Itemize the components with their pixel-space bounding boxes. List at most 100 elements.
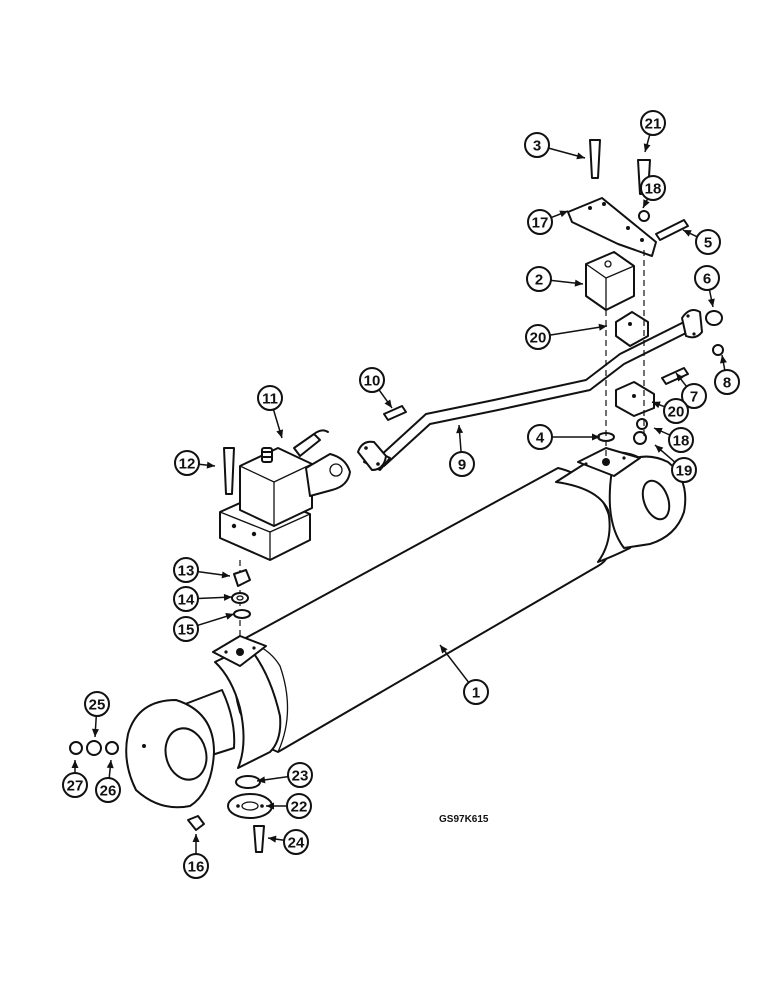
callout-number: 3 <box>533 138 541 155</box>
part-callouts: 1234567891011121314151617181819202021222… <box>62 110 740 879</box>
leader-arrow-1 <box>440 645 448 654</box>
callout-13: 13 <box>173 557 199 583</box>
leader-arrow-5 <box>683 230 692 237</box>
leader-arrow-12 <box>206 461 215 469</box>
leader-arrow-26 <box>106 760 114 769</box>
callout-8: 8 <box>714 369 740 395</box>
leader-arrow-21 <box>643 143 651 152</box>
callout-10: 10 <box>359 367 385 393</box>
callout-5: 5 <box>695 229 721 255</box>
callout-26: 26 <box>95 777 121 803</box>
leader-arrow-18 <box>643 199 650 208</box>
callout-24: 24 <box>283 829 309 855</box>
valve-block <box>219 429 351 561</box>
callout-17: 17 <box>527 209 553 235</box>
callout-12: 12 <box>174 450 200 476</box>
callout-1: 1 <box>463 679 489 705</box>
callout-20: 20 <box>663 398 689 424</box>
leader-arrow-8 <box>720 355 727 364</box>
leader-arrow-20 <box>598 323 607 331</box>
callout-circle <box>527 424 553 450</box>
callout-circle <box>286 793 312 819</box>
callout-circle <box>449 451 475 477</box>
callout-number: 24 <box>288 835 305 852</box>
callout-circle <box>525 324 551 350</box>
callout-circle <box>183 853 209 879</box>
callout-number: 25 <box>89 697 106 714</box>
callout-circle <box>359 367 385 393</box>
callout-circle <box>174 450 200 476</box>
callout-number: 12 <box>179 456 196 473</box>
callout-number: 1 <box>472 685 480 702</box>
leader-arrow-27 <box>71 760 79 768</box>
callout-number: 11 <box>262 391 278 408</box>
leader-arrow-22 <box>266 802 274 810</box>
callout-23: 23 <box>287 762 313 788</box>
callout-number: 16 <box>188 859 205 876</box>
leader-arrow-10 <box>384 399 392 408</box>
small-parts <box>69 569 273 853</box>
callout-circle <box>173 586 199 612</box>
leader-arrow-16 <box>192 834 200 842</box>
callout-circle <box>668 427 694 453</box>
callout-number: 21 <box>645 116 662 133</box>
leader-arrow-7 <box>676 373 684 382</box>
callout-15: 15 <box>173 616 199 642</box>
callout-number: 2 <box>535 272 543 289</box>
leader-arrow-24 <box>268 835 277 843</box>
callout-circle <box>173 616 199 642</box>
callout-circle <box>95 777 121 803</box>
callout-number: 14 <box>178 592 195 609</box>
callout-number: 17 <box>532 215 549 232</box>
callout-14: 14 <box>173 586 199 612</box>
callout-circle <box>694 265 720 291</box>
callout-number: 10 <box>364 373 381 390</box>
leader-arrow-25 <box>91 728 99 737</box>
callout-number: 19 <box>676 463 693 480</box>
callout-circle <box>527 209 553 235</box>
callout-circle <box>283 829 309 855</box>
connecting-tube <box>357 309 703 471</box>
leader-arrow-17 <box>559 210 568 218</box>
callout-circle <box>62 772 88 798</box>
callout-circle <box>640 110 666 136</box>
callout-circle <box>287 762 313 788</box>
callout-circle <box>463 679 489 705</box>
callout-21: 21 <box>640 110 666 136</box>
callout-11: 11 <box>257 385 283 411</box>
callout-number: 4 <box>536 430 545 447</box>
leader-arrow-11 <box>276 429 284 438</box>
leader-arrow-3 <box>576 152 585 160</box>
callout-number: 20 <box>530 330 547 347</box>
callout-3: 3 <box>524 132 550 158</box>
leader-arrow-19 <box>655 445 664 453</box>
callout-number: 6 <box>703 271 711 288</box>
callout-circle <box>663 398 689 424</box>
callout-number: 18 <box>673 433 690 450</box>
cylinder-body <box>125 447 687 809</box>
callout-25: 25 <box>84 691 110 717</box>
callout-18: 18 <box>640 175 666 201</box>
callout-22: 22 <box>286 793 312 819</box>
callout-circle <box>173 557 199 583</box>
callout-4: 4 <box>527 424 553 450</box>
callout-number: 13 <box>178 563 195 580</box>
callout-18: 18 <box>668 427 694 453</box>
callout-circle <box>257 385 283 411</box>
leader-arrow-23 <box>257 776 266 784</box>
callout-20: 20 <box>525 324 551 350</box>
leader-arrow-13 <box>221 571 230 579</box>
callout-9: 9 <box>449 451 475 477</box>
callout-circle <box>714 369 740 395</box>
callout-circle <box>640 175 666 201</box>
callout-2: 2 <box>526 266 552 292</box>
callout-19: 19 <box>671 457 697 483</box>
callout-circle <box>524 132 550 158</box>
callout-number: 22 <box>291 799 308 816</box>
drawing-reference: GS97K615 <box>439 814 489 825</box>
leader-arrow-18 <box>654 428 663 435</box>
callout-circle <box>695 229 721 255</box>
callout-number: 8 <box>723 375 731 392</box>
callout-7: 7 <box>681 383 707 409</box>
